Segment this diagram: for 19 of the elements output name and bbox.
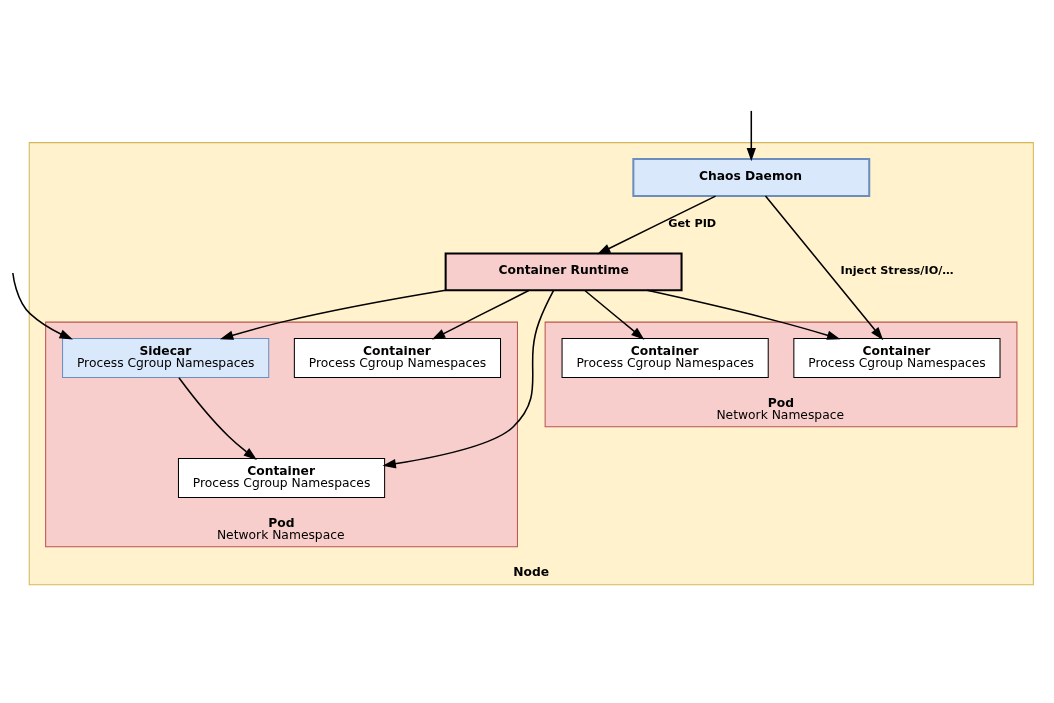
arrow <box>178 377 257 460</box>
node-box: Container Process Cgroup Namespaces <box>177 458 386 499</box>
arrow <box>431 289 530 340</box>
edge-label: Inject Stress/IO/… <box>840 263 954 277</box>
arrow <box>219 289 447 340</box>
node-box: Container Runtime <box>444 252 683 292</box>
node-box: Chaos Daemon <box>632 158 871 197</box>
arrow <box>12 272 73 340</box>
node-box: Container Process Cgroup Namespaces <box>561 338 769 379</box>
node-box: Sidecar Process Cgroup Namespaces <box>62 338 270 379</box>
arrow <box>584 289 645 340</box>
node-box: Container Process Cgroup Namespaces <box>793 338 1001 379</box>
node-box: Container Process Cgroup Namespaces <box>293 338 502 379</box>
arrow <box>646 289 841 340</box>
arrow <box>746 110 756 162</box>
edge-label: Get PID <box>668 216 717 230</box>
arrow <box>764 195 884 341</box>
arrow <box>382 289 555 469</box>
arrow <box>597 195 717 255</box>
